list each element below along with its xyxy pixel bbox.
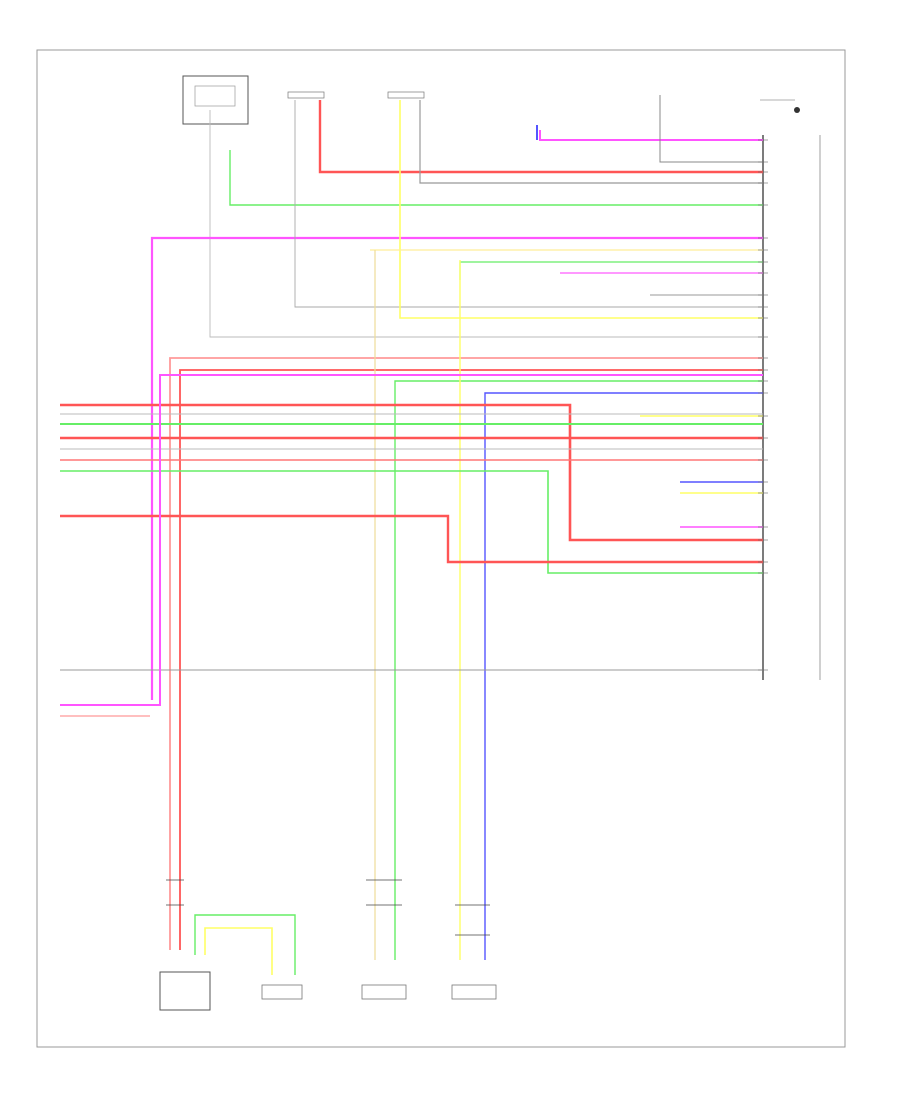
diagram-border xyxy=(36,49,846,1048)
ecu-pin-ticks xyxy=(758,139,768,671)
left-rear-tweeter xyxy=(261,984,303,1000)
wire-magenta-low xyxy=(60,374,763,706)
right-front-speaker-bracket xyxy=(387,91,425,99)
bus-green-c xyxy=(60,470,763,574)
ground-point-icon xyxy=(794,107,800,113)
wire-gray-b xyxy=(419,100,763,184)
connector-ticks xyxy=(166,879,490,936)
wire-gray-upper xyxy=(659,95,763,163)
wire-red-2 xyxy=(179,369,763,950)
wire-magenta-top xyxy=(539,130,763,141)
left-front-tweeter xyxy=(159,971,211,1011)
wire-red-top xyxy=(318,100,763,174)
wire-green-2 xyxy=(394,380,763,960)
left-rear-speaker xyxy=(361,984,407,1000)
wire-green-mid xyxy=(459,261,763,280)
bus-red-d xyxy=(60,514,763,564)
wire-yellow-mid xyxy=(399,100,763,319)
bus-red-a xyxy=(60,403,763,542)
front-speaker-inner xyxy=(194,85,236,107)
left-front-speaker-bracket xyxy=(287,91,325,99)
wire-green-top xyxy=(229,150,763,206)
front-speaker-connector xyxy=(182,75,249,125)
wire-gray-d xyxy=(294,100,763,308)
tweeter-link-green xyxy=(194,914,296,975)
wire-blue-2 xyxy=(484,392,763,960)
wire-pink-1 xyxy=(169,357,763,950)
right-rear-speaker xyxy=(451,984,497,1000)
tweeter-link-yellow xyxy=(204,927,273,975)
wire-gray-c xyxy=(209,110,763,338)
wire-magenta-long xyxy=(150,236,763,700)
